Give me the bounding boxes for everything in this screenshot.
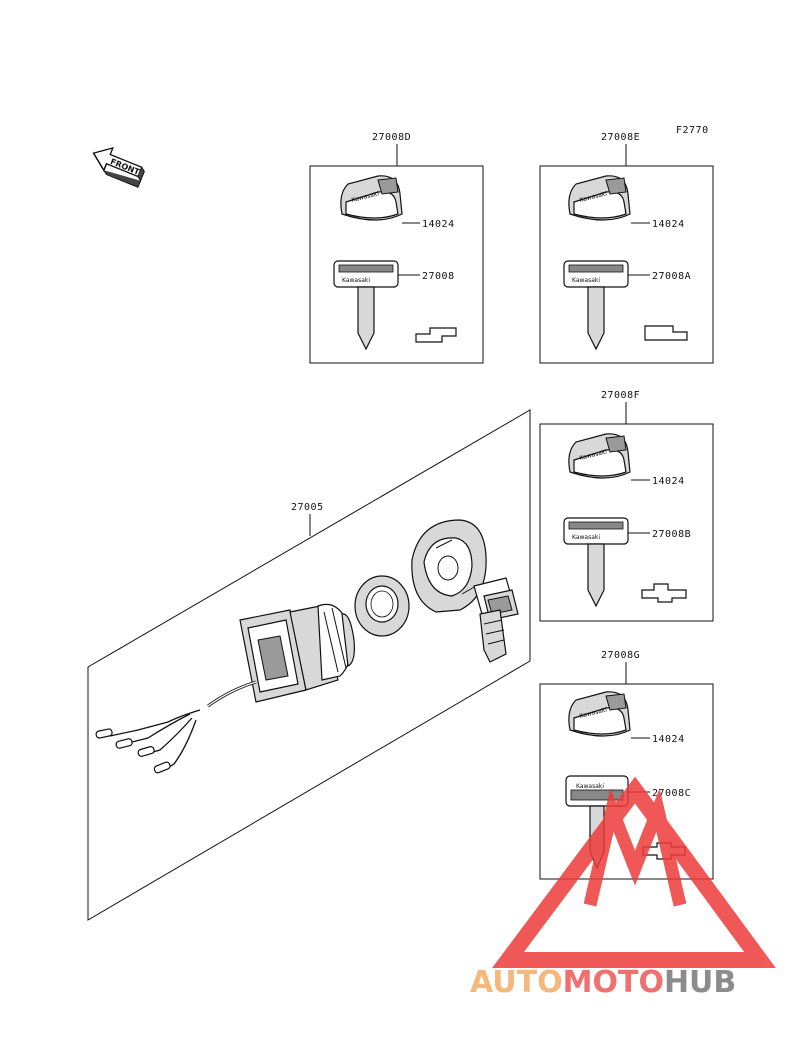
wire-harness-icon <box>95 680 257 774</box>
key-set-box <box>539 423 714 622</box>
figure-code: F2770 <box>676 125 709 136</box>
automotohub-watermark: AUTOMOTOHUB <box>470 776 776 1000</box>
svg-text:AUTOMOTOHUB: AUTOMOTOHUB <box>470 965 736 1000</box>
key-set-box <box>539 165 714 364</box>
key-set-number: 27008D <box>372 132 411 143</box>
assembly-boundary <box>87 409 531 921</box>
key-part-number: 27008 <box>422 271 455 282</box>
watermark-part-auto: AUTO <box>470 965 563 1000</box>
key-blade-symbol-icon <box>415 327 457 343</box>
key-brand-text: Kawasaki <box>576 783 604 790</box>
key-brand-text: Kawasaki <box>572 277 600 284</box>
key-set-number: 27008E <box>601 132 640 143</box>
knob-part-number: 14024 <box>652 734 685 745</box>
ignition-knob-icon: Kawasaki <box>340 175 403 221</box>
watermark-part-hub: HUB <box>664 965 736 1000</box>
key-blade-symbol-icon <box>644 325 688 341</box>
key-set-box <box>309 165 484 364</box>
key-blade-symbol-icon <box>641 583 687 603</box>
ignition-knob-icon: Kawasaki <box>568 175 631 221</box>
main-assembly-part-number: 27005 <box>291 502 324 513</box>
key-set-number: 27008F <box>601 390 640 401</box>
key-icon: Kawasaki <box>563 517 629 608</box>
switch-cover-icon <box>411 519 487 613</box>
key-brand-text: Kawasaki <box>572 534 600 541</box>
key-pair-icon <box>473 577 519 663</box>
key-set-g: 27008G Kawasaki 14024 Kawasaki 27008C <box>539 650 714 880</box>
watermark-part-moto: MOTO <box>563 965 664 1000</box>
automotohub-logo-icon <box>492 776 776 968</box>
ignition-knob-icon: Kawasaki <box>568 691 631 737</box>
key-set-box <box>539 683 714 880</box>
key-set-d: 27008D Kawasaki 14024 Kawasaki 27008 <box>309 132 484 364</box>
knob-part-number: 14024 <box>652 476 685 487</box>
knob-part-number: 14024 <box>422 219 455 230</box>
knob-part-number: 14024 <box>652 219 685 230</box>
key-set-e: 27008E Kawasaki 14024 Kawasaki 27008A <box>539 132 714 364</box>
key-icon: Kawasaki <box>333 260 399 351</box>
ring-nut-icon <box>354 575 410 637</box>
key-part-number: 27008C <box>652 788 691 799</box>
key-set-number: 27008G <box>601 650 640 661</box>
key-part-number: 27008A <box>652 271 691 282</box>
key-brand-text: Kawasaki <box>342 277 370 284</box>
front-arrow-icon: FRONT <box>92 147 145 188</box>
ignition-knob-icon: Kawasaki <box>568 433 631 479</box>
key-set-f: 27008F Kawasaki 14024 Kawasaki 27008B <box>539 390 714 622</box>
ignition-switch-body-icon <box>239 603 355 703</box>
main-assembly: 27005 <box>87 409 531 921</box>
key-part-number: 27008B <box>652 529 691 540</box>
key-icon: Kawasaki <box>563 260 629 351</box>
